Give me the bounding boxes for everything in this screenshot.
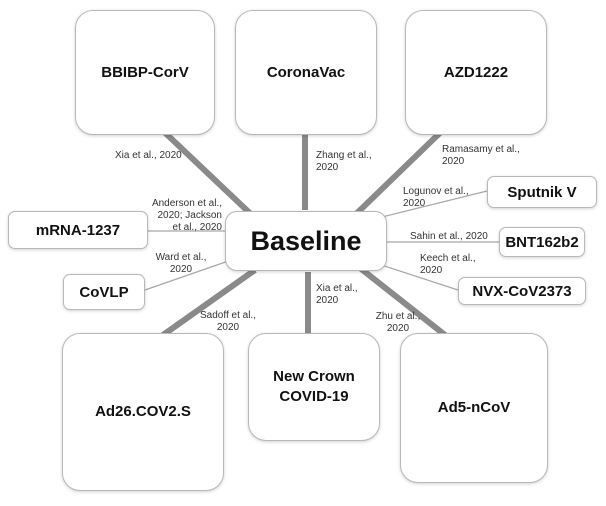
citation-azd1222: Ramasamy et al., 2020: [442, 144, 522, 168]
node-ad26-label: Ad26.COV2.S: [95, 403, 191, 420]
node-bnt-label: BNT162b2: [505, 233, 579, 251]
node-nvx: NVX-CoV2373: [458, 277, 586, 305]
node-covlp-label: CoVLP: [79, 283, 129, 301]
node-ad5-label: Ad5-nCoV: [437, 399, 511, 416]
edge-sputnik: [369, 190, 488, 221]
node-baseline-label: Baseline: [250, 225, 362, 256]
citation-bbibp: Xia et al., 2020: [115, 150, 182, 162]
node-newcrown: New Crown COVID-19: [248, 333, 380, 441]
citation-bnt: Sahin et al., 2020: [410, 231, 488, 243]
node-mrna1237: mRNA-1237: [8, 211, 148, 249]
citation-nvx: Keech et al., 2020: [420, 253, 482, 277]
citation-covlp-text: Ward et al., 2020: [155, 252, 207, 275]
citation-newcrown-text: Xia et al., 2020: [316, 283, 358, 306]
node-coronavac-label: CoronaVac: [266, 63, 346, 81]
edge-ad26: [161, 267, 257, 338]
node-bbibp-label: BBIBP-CorV: [101, 63, 189, 81]
citation-ad5-text: Zhu et al., 2020: [375, 311, 421, 334]
citation-covlp: Ward et al., 2020: [152, 252, 210, 276]
node-covlp: CoVLP: [63, 274, 145, 310]
citation-coronavac-text: Zhang et al., 2020: [316, 150, 372, 173]
citation-ad26-text: Sadoff et al., 2020: [200, 310, 256, 333]
citation-bnt-text: Sahin et al., 2020: [410, 231, 488, 242]
edge-covlp: [144, 257, 238, 291]
edge-nvx: [371, 261, 459, 291]
edge-ad5: [358, 265, 447, 338]
citation-newcrown: Xia et al., 2020: [316, 283, 362, 307]
node-ad5: Ad5-nCoV: [400, 333, 548, 483]
node-coronavac: CoronaVac: [235, 10, 377, 135]
citation-azd1222-text: Ramasamy et al., 2020: [442, 144, 520, 167]
node-azd1222-label: AZD1222: [443, 63, 509, 81]
node-baseline: Baseline: [225, 211, 387, 271]
node-sputnik-label: Sputnik V: [507, 183, 577, 201]
citation-bbibp-text: Xia et al., 2020: [115, 150, 182, 161]
citation-mrna1237-text: Anderson et al., 2020; Jackson et al., 2…: [151, 198, 222, 233]
citation-sputnik: Logunov et al., 2020: [403, 186, 475, 210]
node-newcrown-label: New Crown COVID-19: [273, 368, 355, 405]
citation-mrna1237: Anderson et al., 2020; Jackson et al., 2…: [150, 198, 222, 234]
citation-nvx-text: Keech et al., 2020: [420, 253, 476, 276]
citation-ad5: Zhu et al., 2020: [372, 311, 424, 335]
node-bbibp: BBIBP-CorV: [75, 10, 215, 135]
citation-ad26: Sadoff et al., 2020: [194, 310, 262, 334]
node-ad26: Ad26.COV2.S: [62, 333, 224, 491]
node-mrna1237-label: mRNA-1237: [35, 221, 121, 239]
node-sputnik: Sputnik V: [487, 176, 597, 208]
node-nvx-label: NVX-CoV2373: [472, 282, 572, 300]
node-azd1222: AZD1222: [405, 10, 547, 135]
edge-bbibp: [157, 125, 258, 221]
node-bnt: BNT162b2: [499, 227, 585, 257]
edge-azd1222: [352, 125, 448, 218]
citation-coronavac: Zhang et al., 2020: [316, 150, 378, 174]
citation-sputnik-text: Logunov et al., 2020: [403, 186, 469, 209]
